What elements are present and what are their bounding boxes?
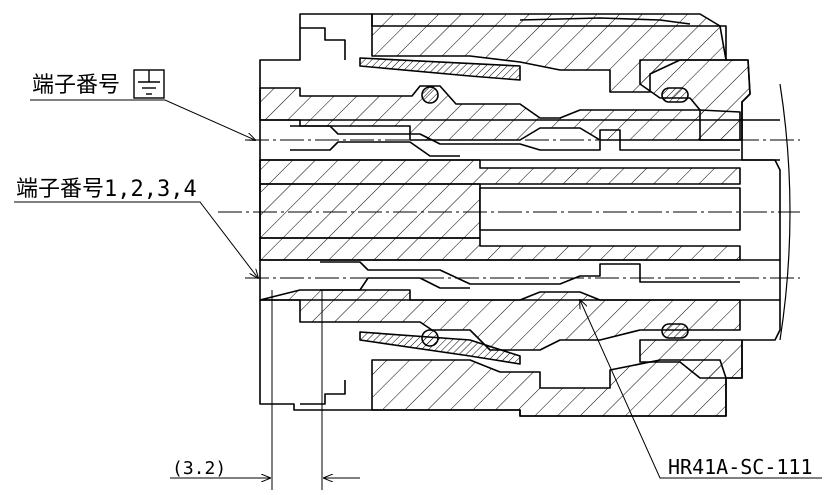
center-lines (218, 139, 800, 279)
lower-shell-section (371, 359, 727, 417)
lower-spring-contact-2 (320, 277, 470, 291)
connector-body (259, 13, 781, 417)
dimension-label: (3.2) (172, 458, 226, 479)
left-notch (300, 27, 346, 60)
ground-symbol-icon (133, 69, 165, 99)
lower-latch-arm (359, 331, 521, 365)
ground-terminal-label: 端子番号 (32, 73, 120, 98)
upper-insulator-section (259, 85, 741, 141)
upper-shell-section (371, 13, 727, 93)
center-pin-bore (479, 187, 741, 231)
top-detail (519, 17, 691, 25)
leader-lines (14, 99, 822, 479)
upper-spring-contact-2 (290, 141, 460, 157)
o-ring-upper-left (421, 86, 439, 104)
upper-latch-arm (359, 57, 521, 81)
left-notch-2 (300, 380, 346, 405)
lower-spring-contact (320, 261, 740, 285)
signal-leader (14, 201, 258, 278)
outer-shell-outline (259, 13, 781, 417)
part-number-label: HR41A-SC-111 (668, 455, 813, 479)
upper-contact-section (259, 159, 741, 185)
right-edge-profile (779, 83, 791, 341)
part-number-leader (580, 300, 822, 479)
o-ring-lower-left (421, 329, 439, 347)
lower-contact-section (259, 237, 741, 261)
center-pin-section (259, 183, 481, 239)
ground-leader (30, 99, 255, 140)
o-ring-upper-right (661, 87, 689, 103)
o-ring-lower-right (661, 323, 689, 339)
lower-coupling-section (639, 339, 743, 379)
upper-spring-contact (290, 125, 740, 151)
signal-terminal-label: 端子番号1,2,3,4 (16, 177, 197, 202)
dimension-3-2 (170, 290, 360, 490)
